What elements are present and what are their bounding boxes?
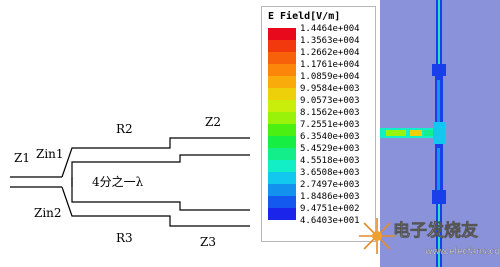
legend-value: 8.1562e+003	[300, 108, 360, 118]
legend-swatch	[268, 184, 296, 196]
legend-swatch	[268, 52, 296, 64]
label-z1: Z1	[14, 151, 30, 165]
r2-arm-upper	[61, 137, 250, 178]
label-z3: Z3	[200, 235, 216, 249]
legend-swatch	[268, 196, 296, 208]
legend-value: 9.9584e+003	[300, 84, 360, 94]
legend-title: E Field[V/m]	[268, 11, 341, 22]
watermark: 电子发烧友 www.elecfans.com	[355, 214, 500, 266]
r3-arm-lower	[61, 186, 250, 227]
legend-swatch	[268, 124, 296, 136]
trace-upper-thin-edge	[438, 0, 440, 64]
trace-upper-step-core	[437, 80, 440, 130]
legend-value: 6.3540e+003	[300, 132, 360, 142]
trace-lower-wide	[432, 190, 446, 204]
label-zin2: Zin2	[34, 206, 62, 220]
legend-swatch	[268, 208, 296, 220]
trace-lower-thin-edge	[438, 204, 440, 267]
legend-values: 1.4464e+004 1.3563e+004 1.2662e+004 1.1761e…	[300, 23, 360, 227]
legend-swatch	[268, 172, 296, 184]
label-quarter-wave: 4分之一λ	[92, 175, 144, 189]
r2-arm-lower	[71, 154, 250, 187]
legend-swatch	[268, 148, 296, 160]
trace-horizontal-mid	[424, 130, 436, 136]
legend-value: 3.6508e+003	[300, 168, 360, 178]
legend-value: 9.0573e+003	[300, 96, 360, 106]
trace-upper-wide	[432, 64, 446, 76]
legend-value: 1.0859e+004	[300, 72, 360, 82]
legend-swatch	[268, 136, 296, 148]
label-zin1: Zin1	[36, 147, 64, 161]
watermark-text: 电子发烧友	[393, 221, 479, 242]
power-divider-diagram: Z1 Zin1 Zin2 R2 R3 Z2 Z3 4分之一λ	[10, 115, 250, 249]
watermark-url: www.elecfans.com	[425, 247, 500, 257]
watermark-logo	[359, 218, 395, 254]
legend-value: 4.6403e+001	[300, 216, 360, 226]
label-r2: R2	[116, 122, 133, 136]
trace-junction	[433, 122, 445, 144]
trace-horizontal-hot2	[410, 130, 422, 136]
legend-color-bar	[268, 28, 296, 220]
legend-swatch	[268, 100, 296, 112]
legend-value: 5.4529e+003	[300, 144, 360, 154]
legend-swatch	[268, 88, 296, 100]
legend-swatch	[268, 160, 296, 172]
trace-lower-core	[437, 148, 440, 192]
legend-swatch	[268, 28, 296, 40]
label-z2: Z2	[205, 115, 221, 129]
label-r3: R3	[116, 231, 133, 245]
legend-swatch	[268, 40, 296, 52]
legend-value: 2.7497e+003	[300, 180, 360, 190]
legend-value: 1.2662e+004	[300, 48, 360, 58]
r3-arm-upper	[71, 177, 250, 211]
legend-value: 1.3563e+004	[300, 36, 360, 46]
legend-value: 1.4464e+004	[300, 24, 360, 34]
legend-swatch	[268, 112, 296, 124]
legend-value: 1.1761e+004	[300, 60, 360, 70]
legend-value: 1.8486e+003	[300, 192, 360, 202]
legend-swatch	[268, 76, 296, 88]
field-simulation-view	[380, 0, 500, 267]
e-field-legend: E Field[V/m] 1.4464e+004 1.3563e+004 1.266…	[261, 6, 376, 242]
legend-value: 4.5518e+003	[300, 156, 360, 166]
legend-swatch	[268, 64, 296, 76]
trace-horizontal-hot	[386, 130, 406, 136]
legend-value: 9.4751e+002	[300, 204, 360, 214]
legend-value: 7.2551e+003	[300, 120, 360, 130]
